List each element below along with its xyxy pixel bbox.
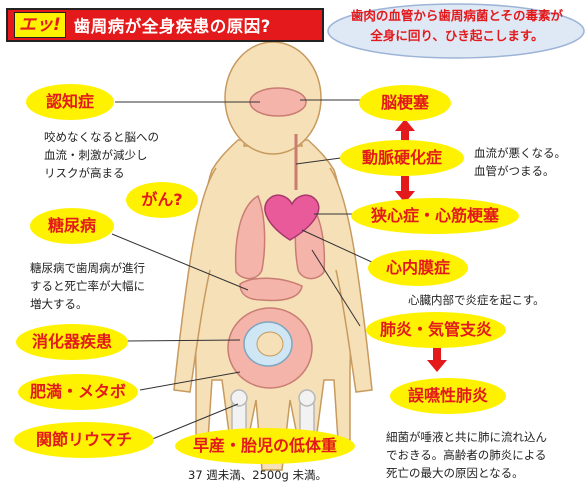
page-title: 歯周病が全身疾患の原因?	[73, 17, 271, 36]
desc-dementia: 咬めなくなると脳への 血流・刺激が減少し リスクが高まる	[44, 130, 159, 180]
title-bar: エッ! 歯周病が全身疾患の原因?	[6, 8, 324, 42]
pointer-lines	[111, 99, 377, 441]
desc-premature: 37 週未満、2500g 未満。	[188, 468, 328, 482]
right-arm-shape	[329, 167, 373, 393]
stomach-shape	[239, 277, 303, 302]
desc-arteriosclerosis: 血流が悪くなる。 血管がつまる。	[474, 146, 566, 178]
left-arm-shape	[173, 167, 217, 393]
arrow-up-stroke	[395, 119, 415, 146]
desc-aspiration: 細菌が唾液と共に肺に流れ込ん でおきる。高齢者の肺炎による 死亡の最大の原因とな…	[386, 430, 547, 480]
label-premature: 早産・胎児の低体重	[192, 436, 337, 455]
note-bubble	[327, 3, 585, 59]
label-blobs	[14, 84, 519, 464]
top-note-line-2: 全身に回り、ひき起こします。	[370, 28, 544, 43]
arrow-down-angina	[395, 176, 415, 203]
label-cancer: がん?	[141, 190, 183, 209]
label-diabetes: 糖尿病	[47, 216, 96, 235]
top-note-line-1: 歯肉の血管から歯周病菌とその毒素が	[350, 8, 564, 23]
label-rheumatism: 関節リウマチ	[35, 430, 132, 449]
label-arteriosclerosis: 動脈硬化症	[361, 148, 442, 167]
desc-diabetes: 糖尿病で歯周病が進行 すると死亡率が大幅に 増大する。	[30, 261, 145, 311]
label-obesity: 肥満・メタボ	[29, 382, 126, 401]
label-aspiration: 誤嚥性肺炎	[407, 386, 488, 405]
label-pneumonia: 肺炎・気管支炎	[379, 320, 492, 339]
desc-endocarditis: 心臓内部で炎症を起こす。	[408, 293, 545, 307]
label-digestive: 消化器疾患	[31, 332, 112, 351]
arrow-down-aspiration	[427, 347, 447, 372]
heart-shape	[264, 194, 320, 241]
label-endocarditis: 心内膜症	[385, 258, 450, 277]
top-note: 歯肉の血管から歯周病菌とその毒素が 全身に回り、ひき起こします。	[334, 6, 580, 56]
label-dementia: 認知症	[45, 92, 94, 111]
fetus-shape	[256, 331, 284, 357]
label-stroke: 脳梗塞	[380, 93, 429, 112]
title-exclaim: エッ!	[14, 12, 66, 38]
left-lung-shape	[234, 194, 266, 280]
label-angina: 狭心症・心筋梗塞	[370, 206, 499, 225]
torso-shape	[194, 139, 352, 471]
